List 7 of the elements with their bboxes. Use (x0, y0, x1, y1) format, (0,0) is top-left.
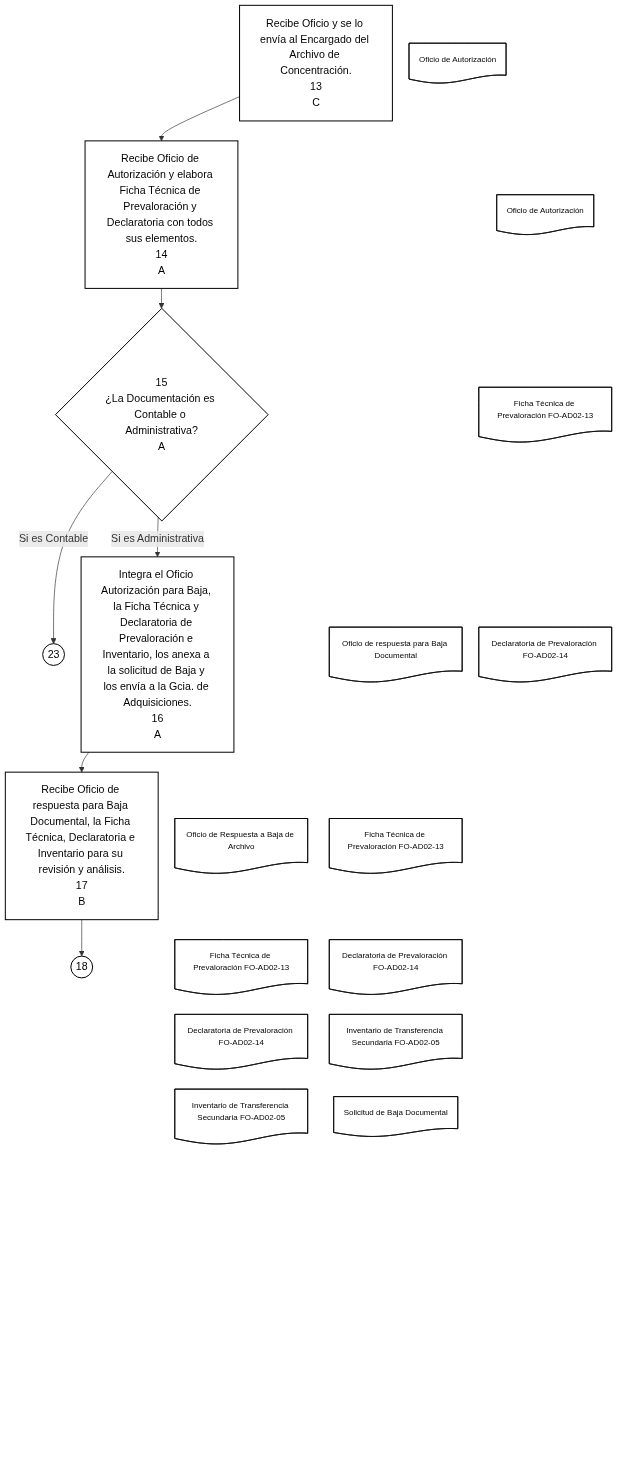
node-box (239, 4, 393, 122)
node-box (4, 771, 159, 921)
node-box (80, 556, 235, 753)
node-diamond (55, 307, 269, 522)
node-circle (42, 643, 65, 666)
node-box (84, 140, 239, 289)
node-circle (70, 955, 94, 979)
